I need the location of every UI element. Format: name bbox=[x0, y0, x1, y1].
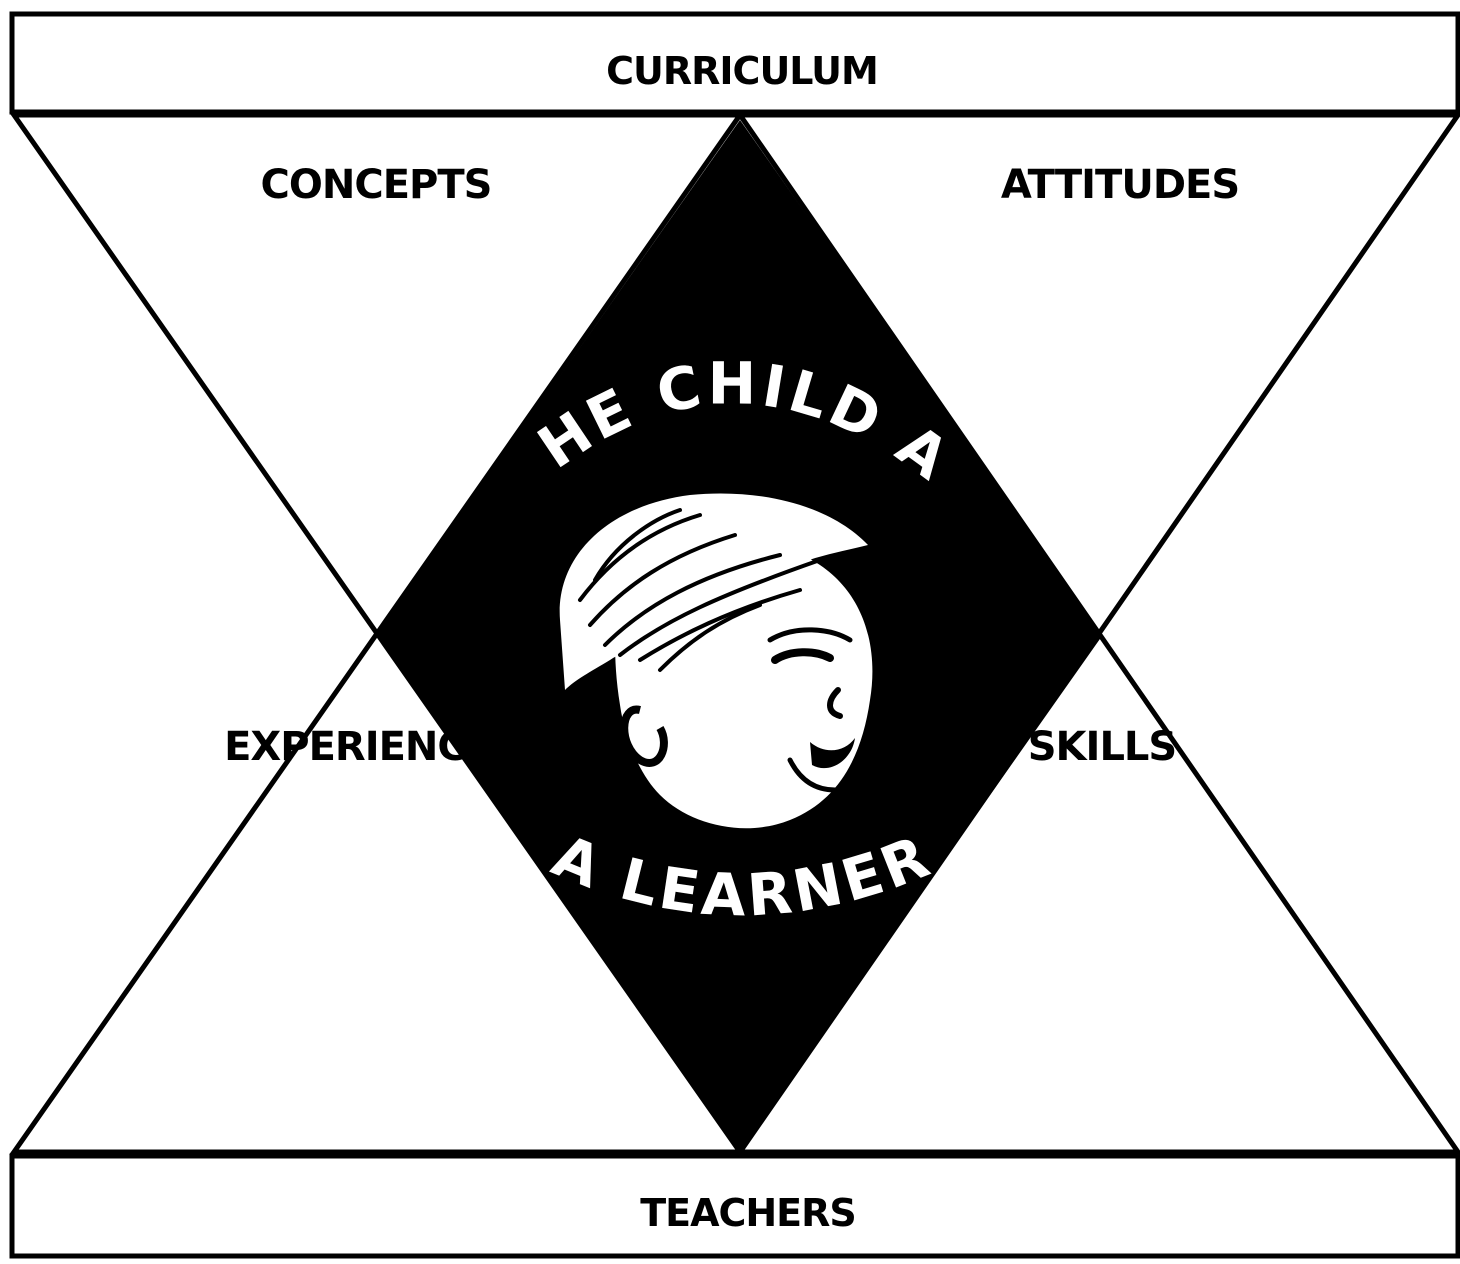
curriculum-bar bbox=[9, 11, 1460, 115]
child-face-illustration bbox=[559, 493, 873, 829]
teachers-bar bbox=[9, 1153, 1460, 1259]
concepts-label: CONCEPTS bbox=[261, 162, 492, 208]
child-ear bbox=[620, 705, 668, 767]
skills-label: SKILLS bbox=[1028, 724, 1176, 770]
child-nose bbox=[827, 687, 843, 719]
child-mouth bbox=[810, 738, 855, 769]
attitudes-label: ATTITUDES bbox=[1001, 162, 1239, 208]
curriculum-label: CURRICULUM bbox=[606, 49, 878, 93]
child-eye bbox=[771, 648, 834, 664]
experiences-label: EXPERIENCES bbox=[224, 724, 520, 770]
teachers-label: TEACHERS bbox=[640, 1191, 856, 1235]
